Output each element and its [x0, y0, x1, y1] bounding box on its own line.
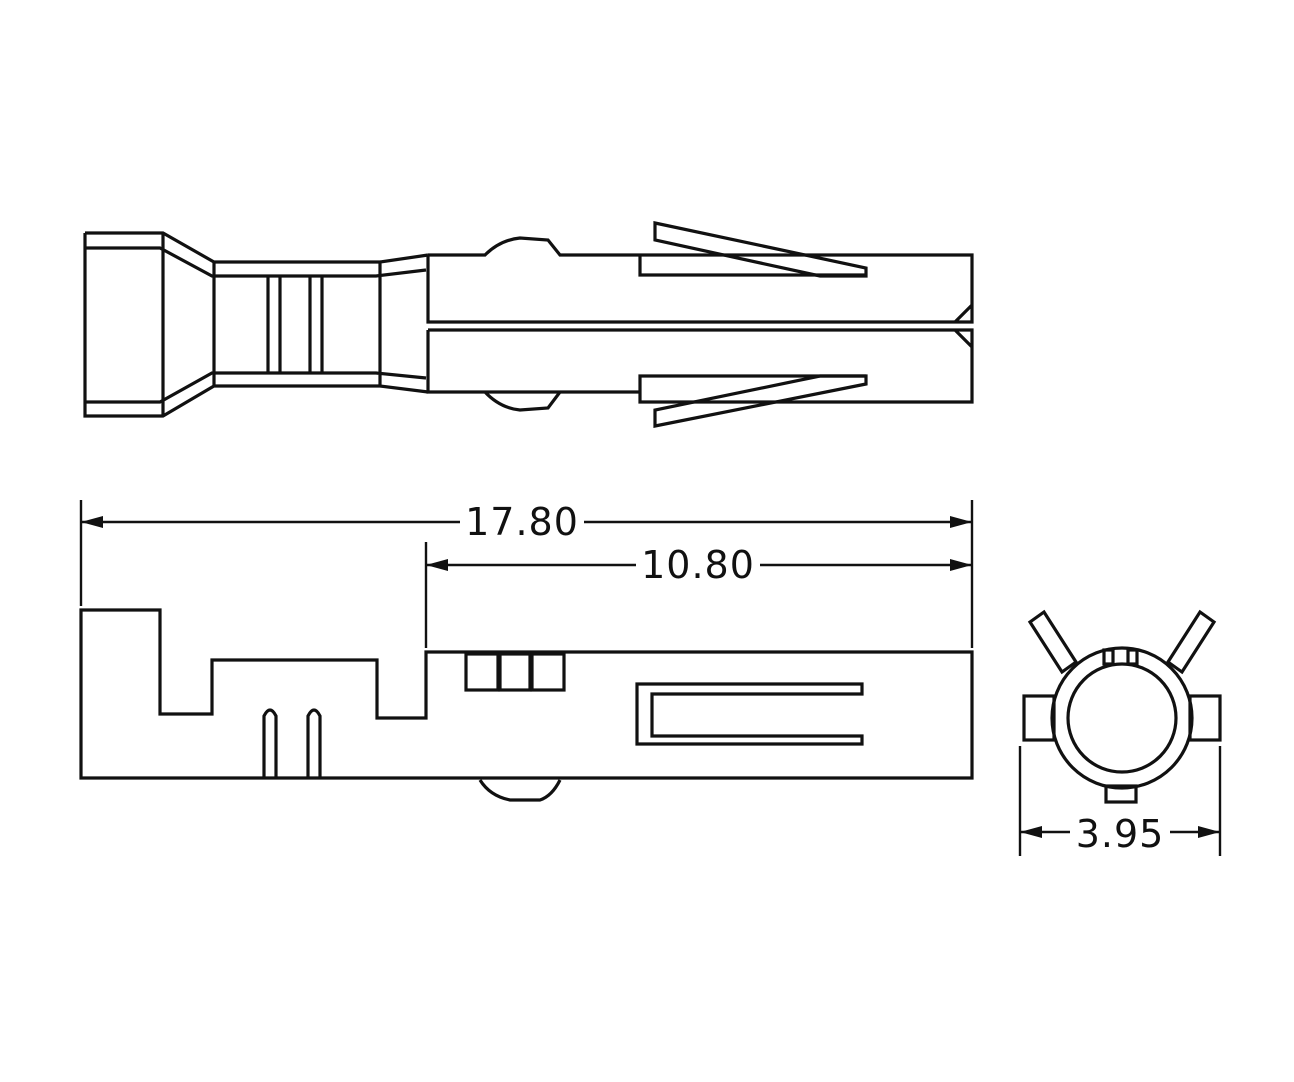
end-view-outer-ring: [1050, 646, 1194, 790]
dimension-lines: 17.80 10.80: [79, 498, 974, 648]
arrowhead-contact-left: [426, 559, 448, 571]
dimension-contact-length: 10.80: [641, 543, 755, 587]
arrowhead-width-right: [1198, 826, 1220, 838]
dimension-overall-length: 17.80: [465, 500, 579, 544]
side-view-bottom-dimple: [478, 779, 562, 802]
top-view-crimp-slots: [266, 276, 324, 373]
side-view-crimp-slot-1: [262, 708, 278, 778]
top-view-insulation-barrel: [83, 231, 429, 418]
end-view-lance-left: [1027, 609, 1079, 675]
side-view-spring-slot: [635, 682, 864, 746]
top-view-lance-upper: [653, 221, 868, 278]
dimension-width: 3.95: [1076, 812, 1165, 856]
arrowhead-width-left: [1020, 826, 1042, 838]
end-view-tab-right: [1188, 694, 1222, 742]
end-view: 3.95: [1018, 609, 1222, 856]
end-view-tab-left: [1022, 694, 1056, 742]
arrowhead-overall-left: [81, 516, 103, 528]
side-view-window-1: [464, 652, 500, 692]
side-view-crimp-slot-2: [306, 708, 322, 778]
end-view-lance-right: [1165, 609, 1217, 675]
side-view-outline: [79, 608, 974, 780]
arrowhead-contact-right: [950, 559, 972, 571]
end-view-tab-bottom: [1104, 784, 1138, 804]
arrowhead-overall-right: [950, 516, 972, 528]
side-view: [79, 608, 974, 802]
end-view-inner-ring: [1066, 662, 1178, 774]
side-view-window-3: [530, 652, 566, 692]
top-view-contact-upper: [426, 236, 974, 324]
top-view: [83, 221, 974, 428]
side-view-window-2: [498, 652, 532, 692]
end-view-seam-left: [1102, 648, 1115, 666]
top-view-lance-lower: [653, 374, 868, 428]
top-view-contact-lower: [426, 328, 974, 412]
end-view-seam-right: [1126, 648, 1139, 666]
